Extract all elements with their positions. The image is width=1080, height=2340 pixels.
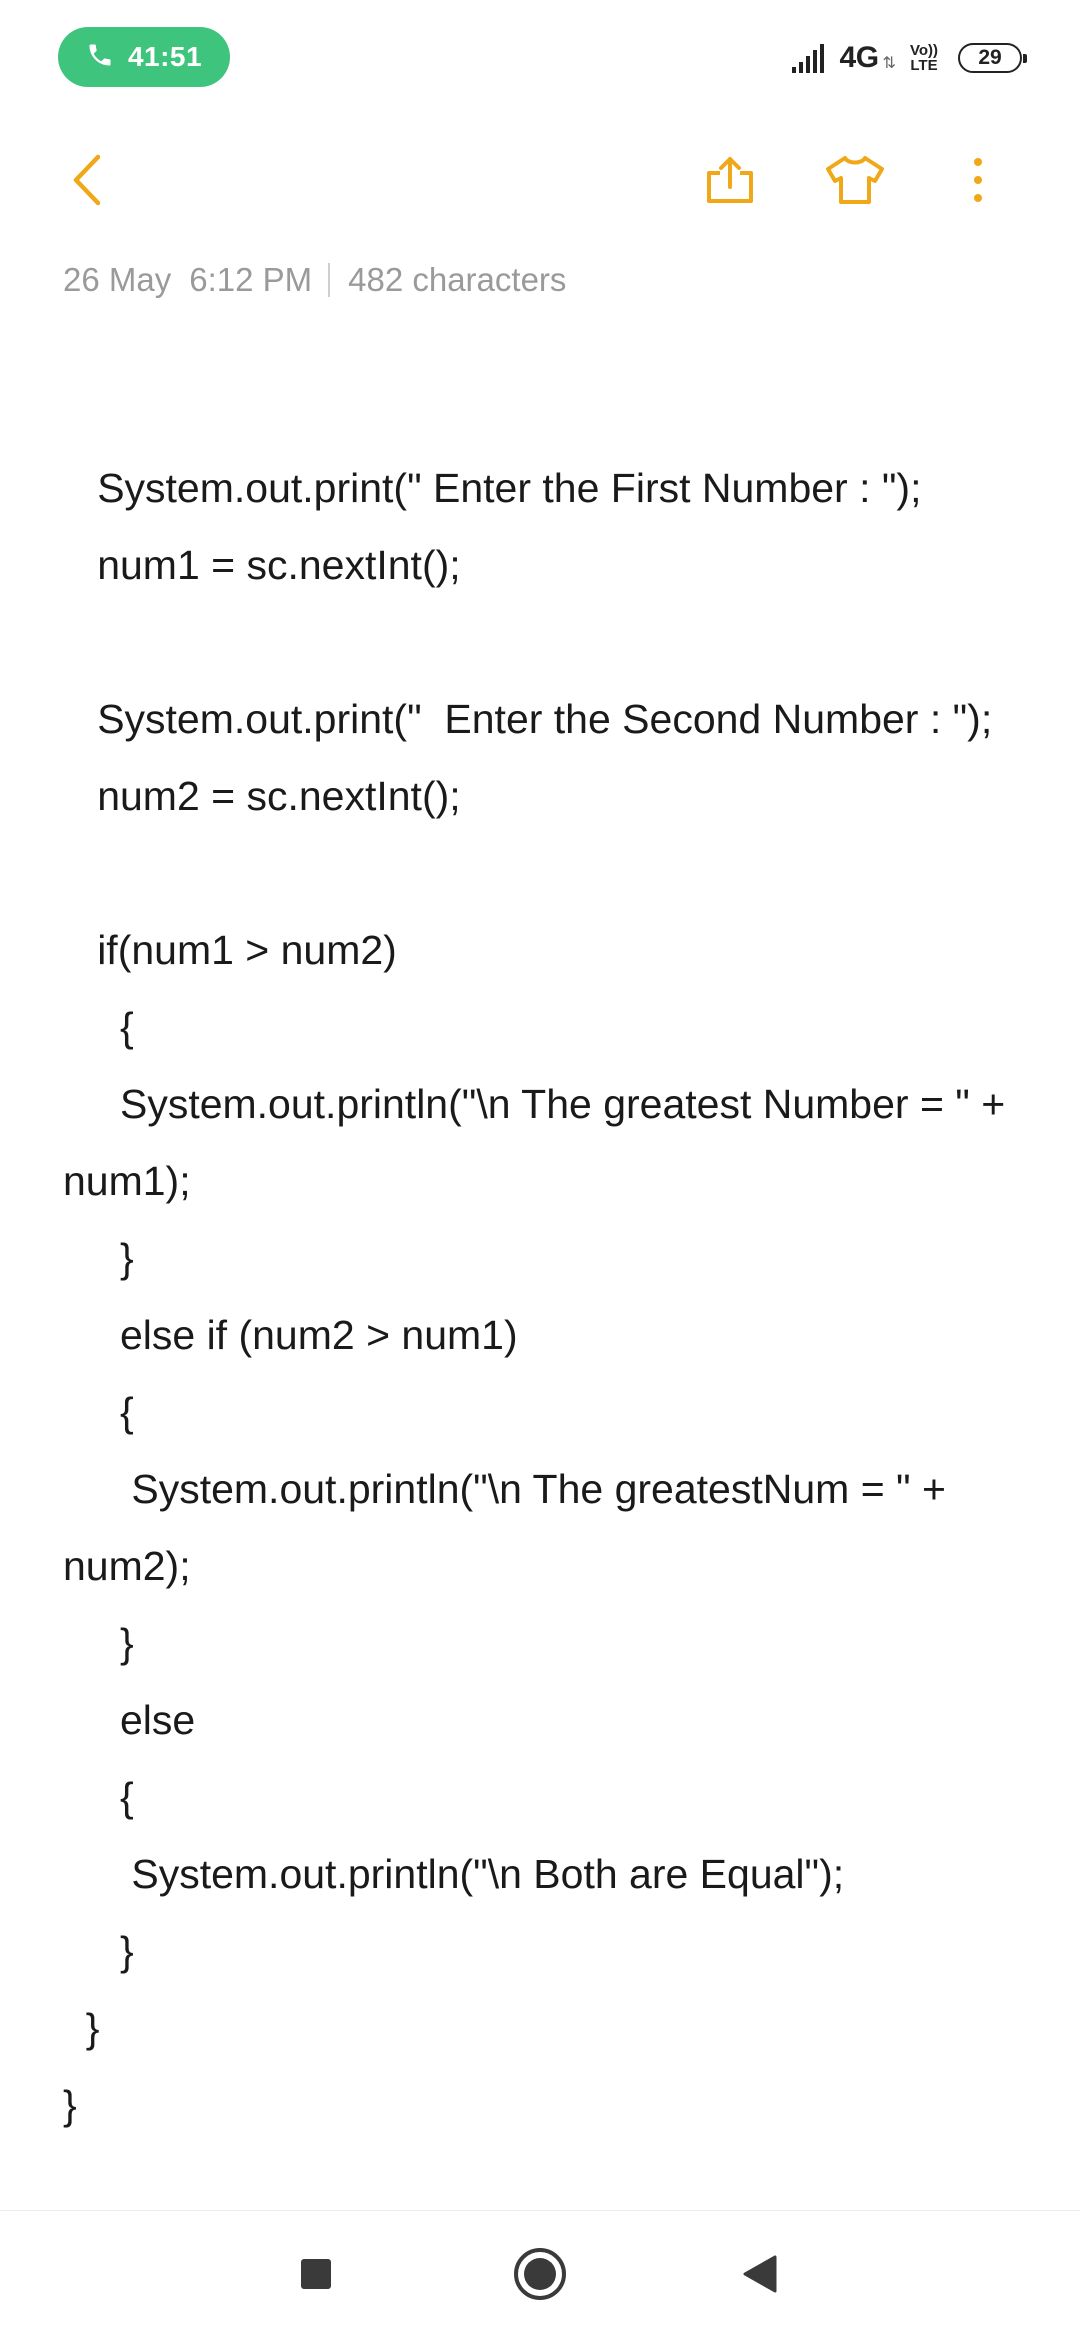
signal-strength-icon bbox=[790, 41, 832, 75]
note-line: } bbox=[63, 2005, 100, 2051]
note-content[interactable]: System.out.print(" Enter the First Numbe… bbox=[63, 450, 1023, 2144]
note-line: { bbox=[63, 1004, 134, 1050]
note-line bbox=[63, 604, 1023, 681]
note-line: } bbox=[63, 1928, 134, 1974]
ongoing-call-pill[interactable]: 41:51 bbox=[58, 27, 230, 87]
home-icon bbox=[512, 2246, 568, 2307]
note-time: 6:12 PM bbox=[189, 261, 313, 298]
note-line: System.out.println("\n Both are Equal"); bbox=[63, 1851, 845, 1897]
more-options-button[interactable] bbox=[933, 130, 1023, 230]
home-button[interactable] bbox=[495, 2231, 585, 2321]
note-line: num2 = sc.nextInt(); bbox=[63, 773, 461, 819]
battery-level: 29 bbox=[978, 46, 1002, 69]
t-shirt-icon bbox=[824, 153, 886, 207]
volte-top-label: Vo)) bbox=[909, 42, 938, 59]
character-count: 482 characters bbox=[348, 261, 567, 298]
note-line: num1 = sc.nextInt(); bbox=[63, 542, 461, 588]
navigation-bar bbox=[0, 2210, 1080, 2340]
data-activity-icon: ⇅ bbox=[882, 55, 896, 72]
note-toolbar bbox=[0, 130, 1080, 230]
recent-apps-button[interactable] bbox=[271, 2231, 361, 2321]
note-line: } bbox=[63, 1235, 134, 1281]
note-line: else bbox=[63, 1697, 196, 1743]
recent-apps-icon bbox=[299, 2257, 333, 2296]
battery-icon: 29 bbox=[958, 43, 1027, 73]
note-line: System.out.print(" Enter the First Numbe… bbox=[63, 465, 922, 511]
note-line: } bbox=[63, 2082, 77, 2128]
note-line: { bbox=[63, 1774, 134, 1820]
note-meta: 26 May 6:12 PM 482 characters bbox=[63, 258, 566, 302]
note-date: 26 May bbox=[63, 261, 172, 298]
volte-icon: Vo)) LTE bbox=[910, 43, 938, 73]
network-type-label: 4G bbox=[839, 41, 880, 74]
note-line: System.out.println("\n The greatestNum =… bbox=[63, 1466, 958, 1589]
share-button[interactable] bbox=[685, 130, 775, 230]
status-bar: 41:51 4G ⇅ Vo)) LTE 29 bbox=[0, 0, 1080, 118]
note-line: System.out.print(" Enter the Second Numb… bbox=[63, 696, 993, 742]
more-vertical-icon bbox=[971, 155, 985, 205]
note-line bbox=[63, 835, 1023, 912]
chevron-left-icon bbox=[68, 151, 108, 209]
back-button[interactable] bbox=[43, 130, 133, 230]
status-icons: 4G ⇅ Vo)) LTE 29 bbox=[790, 36, 1027, 80]
note-line: } bbox=[63, 1620, 134, 1666]
theme-button[interactable] bbox=[810, 130, 900, 230]
call-duration: 41:51 bbox=[127, 41, 203, 72]
meta-divider bbox=[328, 263, 331, 297]
share-icon bbox=[703, 153, 757, 207]
phone-icon bbox=[86, 41, 114, 74]
note-line: if(num1 > num2) bbox=[63, 927, 397, 973]
note-line: else if (num2 > num1) bbox=[63, 1312, 518, 1358]
back-icon bbox=[741, 2254, 779, 2299]
note-line: System.out.println("\n The greatest Numb… bbox=[63, 1081, 1017, 1204]
note-line: { bbox=[63, 1389, 134, 1435]
volte-bottom-label: LTE bbox=[910, 57, 938, 74]
system-back-button[interactable] bbox=[715, 2231, 805, 2321]
